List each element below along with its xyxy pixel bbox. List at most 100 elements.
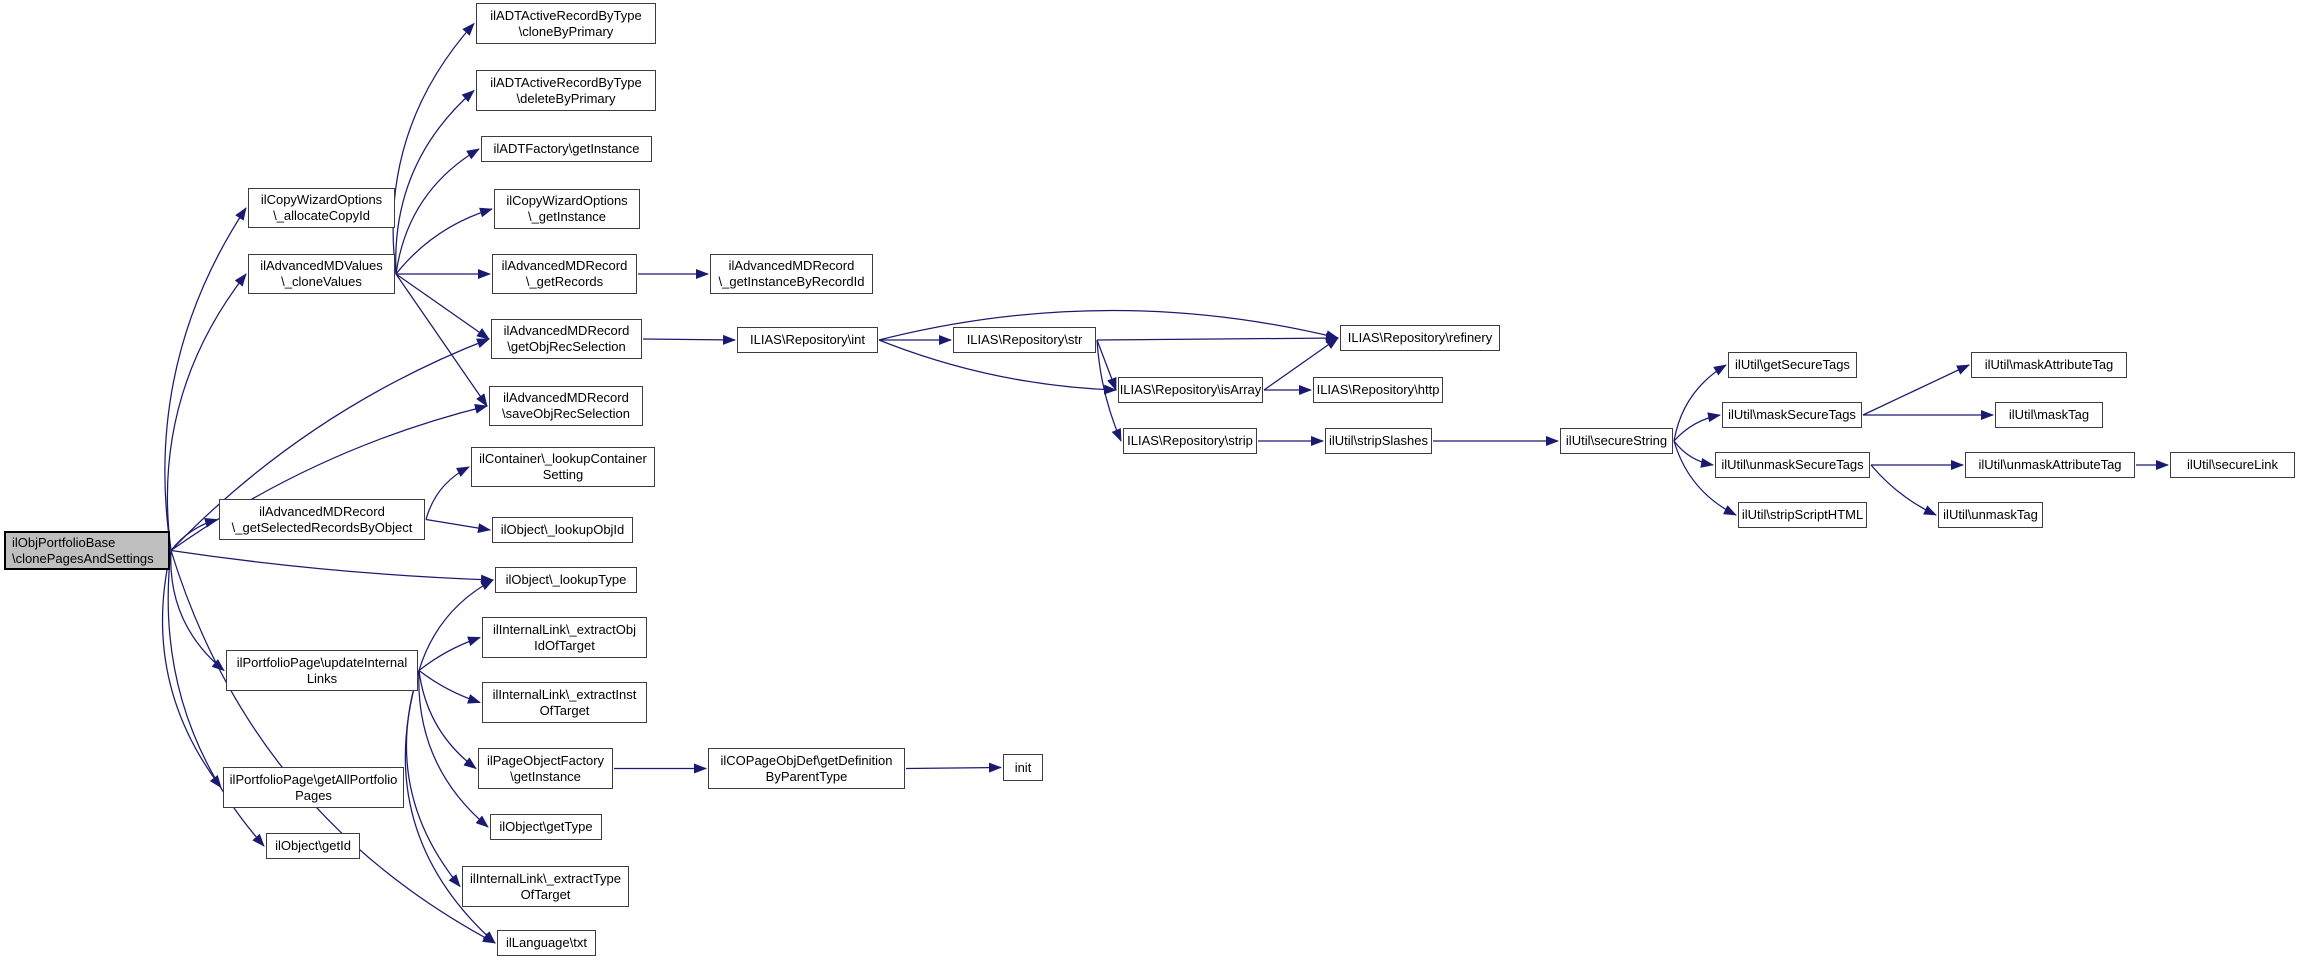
- graph-node-secure-string[interactable]: ilUtil\secureString: [1560, 428, 1673, 454]
- graph-node-mask-secure-tags[interactable]: ilUtil\maskSecureTags: [1722, 402, 1862, 428]
- graph-node-unmask-attribute-tag[interactable]: ilUtil\unmaskAttributeTag: [1965, 452, 2135, 478]
- node-label-line: ilAdvancedMDRecord: [503, 390, 629, 405]
- graph-node-secure-link[interactable]: ilUtil\secureLink: [2170, 452, 2295, 478]
- node-label-line: ilADTActiveRecordByType: [490, 74, 642, 90]
- edge-clone-values--save-obj-rec-selection: [395, 273, 488, 407]
- graph-node-lookup-obj-id[interactable]: ilObject\_lookupObjId: [492, 517, 633, 543]
- graph-node-get-obj-rec-selection[interactable]: ilAdvancedMDRecord\getObjRecSelection: [491, 319, 642, 359]
- node-label-line: ilUtil\unmaskAttributeTag: [1978, 457, 2122, 472]
- graph-node-get-type[interactable]: ilObject\getType: [490, 814, 602, 840]
- node-label-line: \saveObjRecSelection: [502, 406, 630, 421]
- node-label-line: ilUtil\maskTag: [2008, 407, 2090, 422]
- node-label-line: \_cloneValues: [281, 274, 362, 289]
- graph-node-allocate-copy-id[interactable]: ilCopyWizardOptions\_allocateCopyId: [248, 188, 395, 228]
- graph-node-repository-int[interactable]: ILIAS\Repository\int: [737, 327, 878, 353]
- node-label-line: ilUtil\maskSecureTags: [1728, 407, 1856, 422]
- node-label-line: ilAdvancedMDRecord: [259, 503, 385, 519]
- graph-node-unmask-tag[interactable]: ilUtil\unmaskTag: [1938, 502, 2043, 528]
- node-label-line: \clonePagesAndSettings: [12, 550, 154, 566]
- node-label-line: \getInstance: [510, 768, 581, 784]
- node-label-line: ilUtil\getSecureTags: [1735, 357, 1850, 372]
- graph-node-get-records[interactable]: ilAdvancedMDRecord\_getRecords: [492, 254, 637, 294]
- graph-node-unmask-secure-tags[interactable]: ilUtil\unmaskSecureTags: [1715, 452, 1870, 478]
- graph-node-get-id[interactable]: ilObject\getId: [266, 833, 360, 859]
- edge-get-definition-by-parent-type--init: [905, 762, 1002, 773]
- node-label-line: ilUtil\stripSlashes: [1329, 433, 1428, 448]
- node-label-line: ilInternalLink\_extractType: [469, 870, 622, 886]
- node-label-line: Pages: [295, 787, 332, 803]
- graph-node-copy-wizard-get-instance[interactable]: ilCopyWizardOptions\_getInstance: [494, 189, 640, 229]
- node-label-line: ilCopyWizardOptions: [260, 192, 383, 207]
- graph-node-get-instance-by-record-id[interactable]: ilAdvancedMDRecord\_getInstanceByRecordI…: [710, 254, 873, 294]
- edge-root--get-id: [167, 550, 265, 847]
- node-label-line: ilObject\getId: [275, 838, 351, 853]
- graph-node-repository-refinery[interactable]: ILIAS\Repository\refinery: [1340, 325, 1500, 351]
- node-label-line: \_getInstance: [527, 209, 607, 224]
- node-label-line: ilAdvancedMDRecord: [503, 323, 630, 338]
- graph-node-strip-slashes[interactable]: ilUtil\stripSlashes: [1325, 428, 1432, 454]
- node-label-line: ILIAS\Repository\http: [1316, 382, 1440, 397]
- graph-node-language-txt[interactable]: ilLanguage\txt: [497, 930, 596, 956]
- node-label-line: ilInternalLink\_extractObj: [492, 621, 637, 637]
- edge-clone-values--adt-factory-get-instance: [395, 148, 480, 275]
- node-label-line: ilCOPageObjDef\getDefinition: [720, 752, 893, 768]
- node-label-line: \cloneByPrimary: [518, 23, 614, 39]
- node-label-line: ilObject\getType: [499, 819, 593, 834]
- node-label-line: ilPortfolioPage\getAllPortfolio: [229, 771, 398, 787]
- graph-node-page-object-factory-get-instance[interactable]: ilPageObjectFactory\getInstance: [478, 748, 613, 789]
- edge-root--lookup-type: [170, 549, 494, 585]
- edge-update-internal-links--extract-obj-id-of-target: [418, 636, 481, 671]
- graph-node-root: ilObjPortfolioBase\clonePagesAndSettings: [4, 531, 170, 570]
- node-label-line: ilUtil\unmaskTag: [1943, 507, 2038, 522]
- node-label-line: ilADTActiveRecordByType: [490, 7, 642, 23]
- graph-node-mask-attribute-tag[interactable]: ilUtil\maskAttributeTag: [1971, 352, 2127, 378]
- node-label-line: init: [1014, 759, 1032, 775]
- graph-node-repository-strip[interactable]: ILIAS\Repository\strip: [1123, 428, 1257, 454]
- edge-clone-values--copy-wizard-get-instance: [395, 207, 493, 275]
- node-label-line: ILIAS\Repository\strip: [1127, 433, 1253, 448]
- edge-update-internal-links--extract-inst-of-target: [418, 670, 481, 704]
- edge-update-internal-links--lookup-type: [418, 579, 494, 671]
- node-label-line: ilPageObjectFactory: [486, 752, 605, 768]
- graph-node-repository-http[interactable]: ILIAS\Repository\http: [1313, 377, 1443, 403]
- edge-get-obj-rec-selection--repository-int: [642, 334, 736, 345]
- node-label-line: ilUtil\secureLink: [2186, 457, 2279, 472]
- node-label-line: Setting: [542, 467, 584, 482]
- edge-secure-string--unmask-secure-tags: [1673, 440, 1714, 468]
- node-label-line: ilObject\_lookupType: [505, 572, 627, 587]
- graph-node-lookup-type[interactable]: ilObject\_lookupType: [495, 567, 637, 593]
- edges-group: [161, 22, 2169, 944]
- edge-mask-secure-tags--mask-attribute-tag: [1862, 364, 1970, 416]
- node-label-line: ilContainer\_lookupContainer: [479, 451, 647, 466]
- node-label-line: ByParentType: [765, 768, 848, 784]
- graph-node-mask-tag[interactable]: ilUtil\maskTag: [1995, 402, 2103, 428]
- graph-node-save-obj-rec-selection[interactable]: ilAdvancedMDRecord\saveObjRecSelection: [489, 386, 643, 426]
- graph-node-strip-script-html[interactable]: ilUtil\stripScriptHTML: [1738, 502, 1867, 528]
- graph-node-adt-factory-get-instance[interactable]: ilADTFactory\getInstance: [481, 136, 652, 162]
- graph-node-init[interactable]: init: [1003, 754, 1043, 781]
- graph-node-clone-values[interactable]: ilAdvancedMDValues\_cloneValues: [248, 254, 395, 294]
- edge-repository-int--repository-is-array: [878, 339, 1117, 395]
- graph-node-repository-is-array[interactable]: ILIAS\Repository\isArray: [1118, 377, 1263, 403]
- graph-node-clone-by-primary[interactable]: ilADTActiveRecordByType\cloneByPrimary: [476, 3, 656, 44]
- edge-repository-str--repository-refinery: [1096, 333, 1339, 344]
- graph-node-delete-by-primary[interactable]: ilADTActiveRecordByType\deleteByPrimary: [476, 70, 656, 111]
- node-label-line: ilObjPortfolioBase: [12, 534, 116, 550]
- graph-node-repository-str[interactable]: ILIAS\Repository\str: [953, 327, 1096, 353]
- edge-root--get-selected-records-by-object: [170, 518, 218, 551]
- node-label-line: ilAdvancedMDRecord: [728, 258, 855, 273]
- edge-root--allocate-copy-id: [164, 207, 247, 551]
- graph-node-get-selected-records-by-object[interactable]: ilAdvancedMDRecord\_getSelectedRecordsBy…: [219, 499, 425, 540]
- edge-root--language-txt: [170, 550, 496, 944]
- node-label-line: OfTarget: [539, 702, 590, 718]
- edge-secure-string--strip-script-html: [1673, 440, 1737, 516]
- graph-node-get-secure-tags[interactable]: ilUtil\getSecureTags: [1728, 352, 1857, 378]
- edge-update-internal-links--page-object-factory-get-instance: [418, 670, 477, 770]
